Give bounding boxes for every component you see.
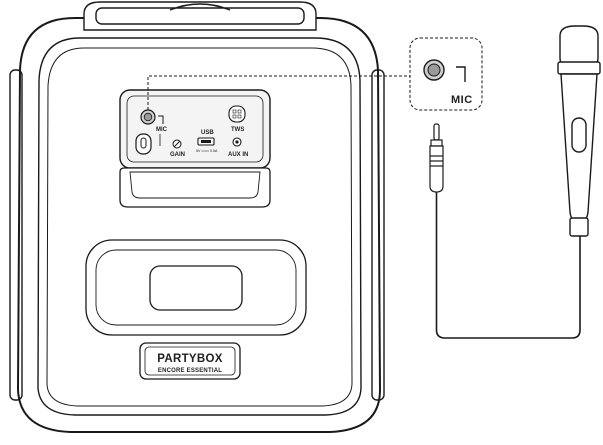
aux-in-label: AUX IN bbox=[228, 152, 248, 158]
callout-leader-line bbox=[147, 75, 410, 110]
mic-jack-callout: MIC bbox=[409, 37, 483, 111]
microphone-switch bbox=[571, 117, 587, 153]
tws-button[interactable] bbox=[228, 105, 246, 123]
mic-volume-knob[interactable] bbox=[135, 133, 152, 155]
control-panel-cover bbox=[119, 167, 271, 208]
mic-plug bbox=[429, 123, 444, 193]
mic-cable bbox=[435, 192, 581, 339]
brand-model: ENCORE ESSENTIAL bbox=[158, 368, 222, 374]
control-panel: MIC GAIN USB 5V ═══ 0.5A TWS AUX IN bbox=[119, 89, 271, 169]
callout-mic-label: MIC bbox=[451, 94, 473, 106]
usb-label: USB bbox=[201, 130, 214, 136]
microphone-head bbox=[559, 25, 599, 67]
speaker-front-frame bbox=[37, 37, 362, 416]
panel-mic-label: MIC bbox=[156, 127, 168, 133]
handle bbox=[83, 1, 317, 31]
microphone bbox=[557, 25, 601, 237]
speaker bbox=[9, 17, 385, 433]
front-grip bbox=[85, 239, 307, 336]
left-side-grille bbox=[9, 69, 23, 401]
gain-label: GAIN bbox=[170, 152, 185, 158]
brand-badge: PARTYBOX ENCORE ESSENTIAL bbox=[139, 342, 241, 380]
tws-label: TWS bbox=[231, 127, 244, 133]
usb-rating-label: 5V ═══ 0.5A bbox=[196, 149, 218, 153]
speaker-outer-shell bbox=[16, 17, 382, 433]
speaker-front-grille bbox=[46, 47, 353, 407]
brand-name: PARTYBOX bbox=[157, 353, 222, 365]
